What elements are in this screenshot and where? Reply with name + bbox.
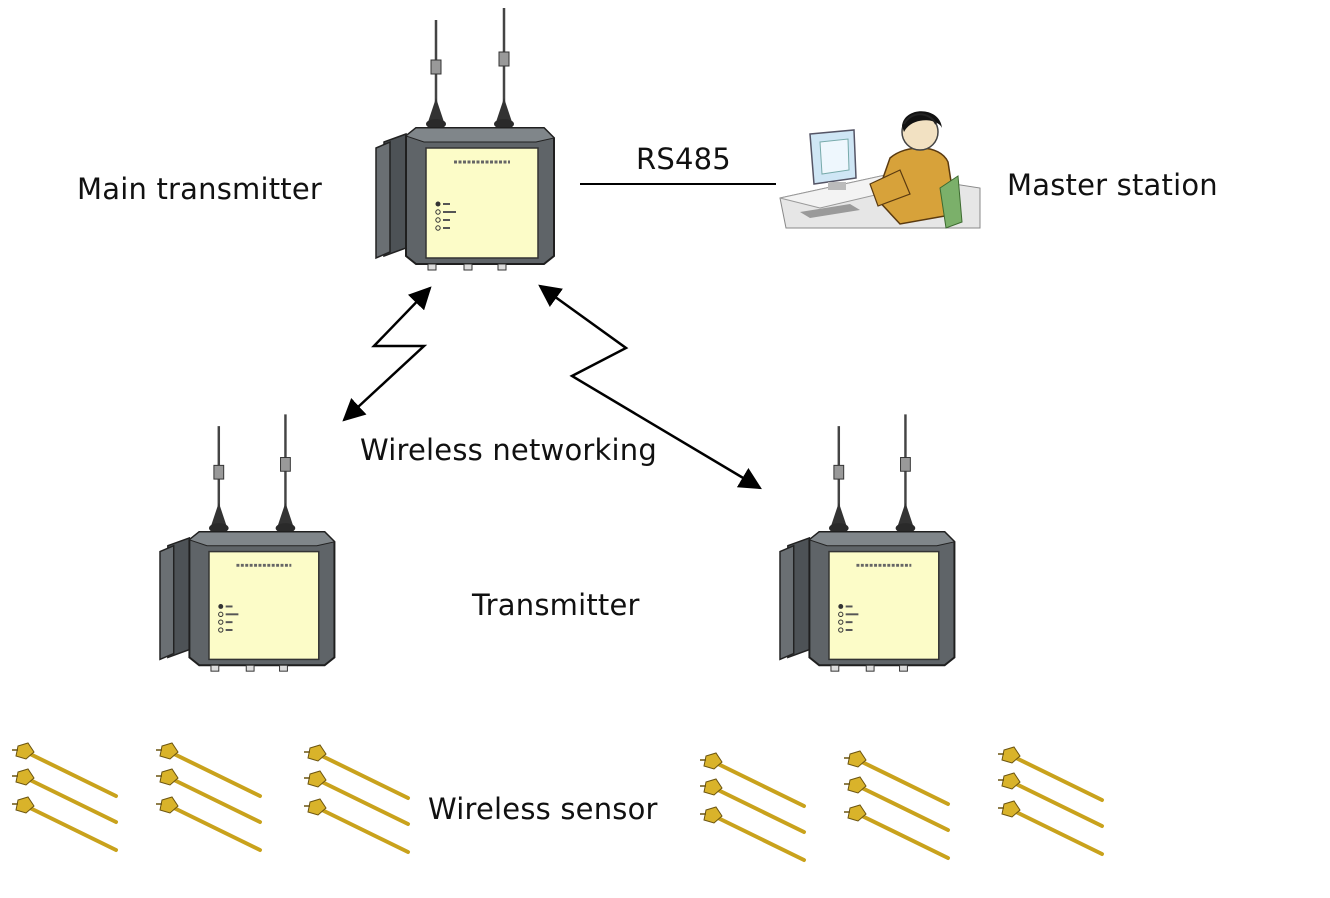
operator-at-computer-icon [779,111,981,229]
sensor-group-5 [844,751,948,858]
sensor-group-1 [12,743,116,850]
main-transmitter-device [374,6,556,272]
wireless-sensor-label: Wireless sensor [428,792,658,826]
sensor-group-4 [700,753,804,860]
transmitter-right-device [778,412,956,673]
master-station-label: Master station [1007,168,1218,202]
rs485-label: RS485 [636,142,731,176]
transmitter-label: Transmitter [472,588,640,622]
sensor-group-3 [304,745,408,852]
sensor-group-2 [156,743,260,850]
transmitter-left-device [158,412,336,673]
wireless-link-left [342,286,432,422]
wireless-networking-label: Wireless networking [360,433,657,467]
main-transmitter-label: Main transmitter [77,172,323,206]
wireless-link-right [538,284,762,490]
sensor-group-6 [998,747,1102,854]
